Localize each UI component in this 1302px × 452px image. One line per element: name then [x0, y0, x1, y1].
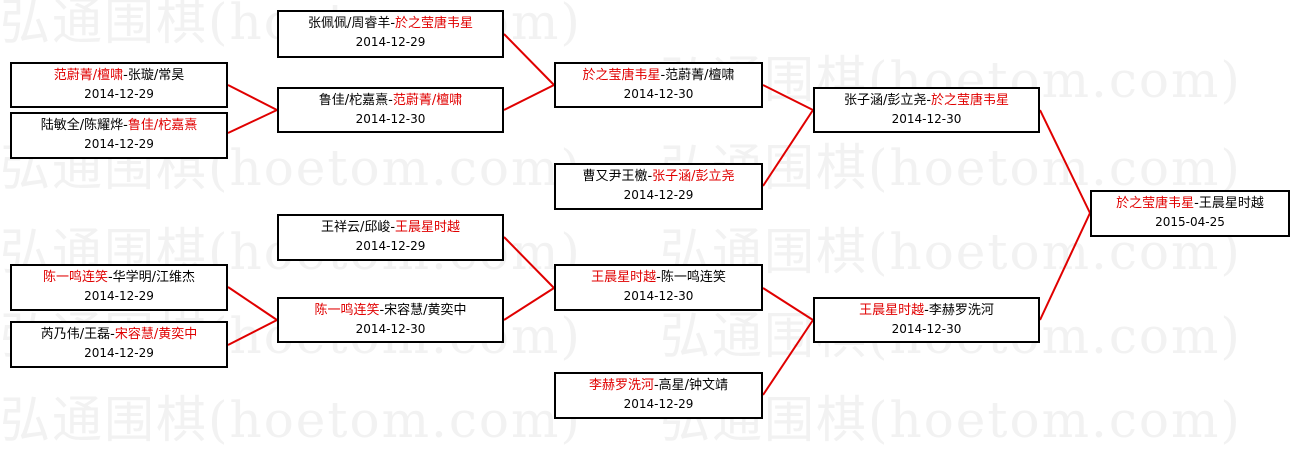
match-date: 2014-12-29	[84, 87, 154, 101]
match-players: 鲁佳/柁嘉熹-范蔚菁/檀啸	[279, 92, 502, 110]
match-box[interactable]: 张佩佩/周睿羊-於之莹唐韦星 2014-12-29	[277, 10, 504, 58]
player-one: 张子涵/彭立尧	[843, 93, 927, 108]
match-box[interactable]: 鲁佳/柁嘉熹-范蔚菁/檀啸 2014-12-30	[277, 87, 504, 133]
match-date: 2014-12-30	[623, 289, 694, 303]
match-players: 曹又尹王檄-张子涵/彭立尧	[556, 168, 761, 186]
separator: -	[123, 118, 128, 133]
separator: -	[647, 169, 653, 184]
separator: -	[390, 16, 396, 31]
player-two: 王晨星时越	[395, 220, 461, 235]
player-one: 张佩佩/周睿羊	[307, 16, 391, 31]
match-date: 2014-12-30	[891, 112, 962, 126]
match-date: 2015-04-25	[1155, 215, 1225, 229]
player-two: 李赫罗洗河	[928, 303, 994, 318]
match-date: 2014-12-29	[84, 346, 154, 360]
player-two: 於之莹唐韦星	[395, 16, 474, 31]
match-box[interactable]: 范蔚菁/檀啸-张璇/常昊 2014-12-29	[10, 62, 228, 108]
match-date: 2014-12-29	[84, 137, 154, 151]
player-two: 陈一鸣连笑	[660, 270, 726, 285]
match-box[interactable]: 芮乃伟/王磊-宋容慧/黄奕中 2014-12-29	[10, 321, 228, 368]
match-players: 陈一鸣连笑-宋容慧/黄奕中	[279, 302, 502, 320]
separator: -	[926, 93, 932, 108]
match-players: 范蔚菁/檀啸-张璇/常昊	[12, 67, 226, 85]
player-two: 於之莹唐韦星	[931, 93, 1010, 108]
match-players: 王晨星时越-陈一鸣连笑	[556, 269, 761, 287]
match-players: 芮乃伟/王磊-宋容慧/黄奕中	[12, 326, 226, 344]
match-date: 2014-12-29	[623, 188, 694, 202]
player-two: 范蔚菁/檀啸	[665, 68, 735, 83]
player-one: 王晨星时越	[859, 303, 925, 318]
player-one: 芮乃伟/王磊	[40, 327, 111, 342]
match-players: 李赫罗洗河-高星/钟文靖	[556, 377, 761, 395]
player-two: 高星/钟文靖	[658, 378, 729, 393]
player-two: 王晨星时越	[1198, 196, 1264, 211]
separator: -	[660, 68, 666, 83]
match-box[interactable]: 王晨星时越-李赫罗洗河 2014-12-30	[813, 297, 1040, 343]
match-box[interactable]: 曹又尹王檄-张子涵/彭立尧 2014-12-29	[554, 163, 763, 210]
player-two: 宋容慧/黄奕中	[114, 327, 198, 342]
match-box[interactable]: 陈一鸣连笑-华学明/江维杰 2014-12-29	[10, 264, 228, 311]
player-two: 宋容慧/黄奕中	[384, 303, 467, 318]
separator: -	[390, 220, 396, 235]
player-one: 陈一鸣连笑	[314, 303, 380, 318]
player-two: 张子涵/彭立尧	[652, 169, 735, 184]
player-two: 范蔚菁/檀啸	[392, 93, 463, 108]
match-players: 张子涵/彭立尧-於之莹唐韦星	[815, 92, 1038, 110]
match-date: 2014-12-30	[891, 322, 962, 336]
match-date: 2014-12-30	[355, 112, 426, 126]
match-box[interactable]: 於之莹唐韦星-范蔚菁/檀啸 2014-12-30	[554, 62, 763, 108]
match-date: 2014-12-29	[355, 239, 426, 253]
player-one: 范蔚菁/檀啸	[53, 68, 124, 83]
separator: -	[379, 303, 385, 318]
player-one: 於之莹唐韦星	[582, 68, 661, 83]
separator: -	[1194, 196, 1199, 211]
separator: -	[110, 327, 115, 342]
player-one: 李赫罗洗河	[588, 378, 654, 393]
separator: -	[107, 270, 113, 285]
player-one: 陈一鸣连笑	[42, 270, 108, 285]
separator: -	[388, 93, 393, 108]
player-one: 王祥云/邱峻	[320, 220, 391, 235]
match-players: 陈一鸣连笑-华学明/江维杰	[12, 269, 226, 287]
separator: -	[653, 378, 659, 393]
match-box[interactable]: 王晨星时越-陈一鸣连笑 2014-12-30	[554, 264, 763, 311]
player-two: 鲁佳/柁嘉熹	[127, 118, 198, 133]
match-players: 王祥云/邱峻-王晨星时越	[279, 219, 502, 237]
match-players: 於之莹唐韦星-范蔚菁/檀啸	[556, 67, 761, 85]
player-two: 张璇/常昊	[127, 68, 185, 83]
player-one: 曹又尹王檄	[582, 169, 648, 184]
player-one: 王晨星时越	[591, 270, 657, 285]
match-box[interactable]: 陈一鸣连笑-宋容慧/黄奕中 2014-12-30	[277, 297, 504, 343]
separator: -	[123, 68, 128, 83]
player-one: 於之莹唐韦星	[1116, 196, 1195, 211]
match-players: 於之莹唐韦星-王晨星时越	[1092, 195, 1288, 213]
match-players: 陆敏全/陈耀烨-鲁佳/柁嘉熹	[12, 117, 226, 135]
match-date: 2014-12-29	[623, 397, 694, 411]
player-two: 华学明/江维杰	[112, 270, 196, 285]
match-players: 张佩佩/周睿羊-於之莹唐韦星	[279, 15, 502, 33]
match-players: 王晨星时越-李赫罗洗河	[815, 302, 1038, 320]
match-date: 2014-12-30	[623, 87, 694, 101]
player-one: 陆敏全/陈耀烨	[40, 118, 124, 133]
match-date: 2014-12-29	[84, 289, 154, 303]
separator: -	[924, 303, 929, 318]
match-box[interactable]: 王祥云/邱峻-王晨星时越 2014-12-29	[277, 214, 504, 261]
separator: -	[656, 270, 661, 285]
player-one: 鲁佳/柁嘉熹	[318, 93, 389, 108]
match-date: 2014-12-29	[355, 35, 426, 49]
match-box[interactable]: 李赫罗洗河-高星/钟文靖 2014-12-29	[554, 372, 763, 419]
match-box-final[interactable]: 於之莹唐韦星-王晨星时越 2015-04-25	[1090, 190, 1290, 237]
match-date: 2014-12-30	[355, 322, 426, 336]
match-box[interactable]: 张子涵/彭立尧-於之莹唐韦星 2014-12-30	[813, 87, 1040, 133]
match-box[interactable]: 陆敏全/陈耀烨-鲁佳/柁嘉熹 2014-12-29	[10, 112, 228, 159]
bracket-connectors	[227, 33, 1091, 396]
